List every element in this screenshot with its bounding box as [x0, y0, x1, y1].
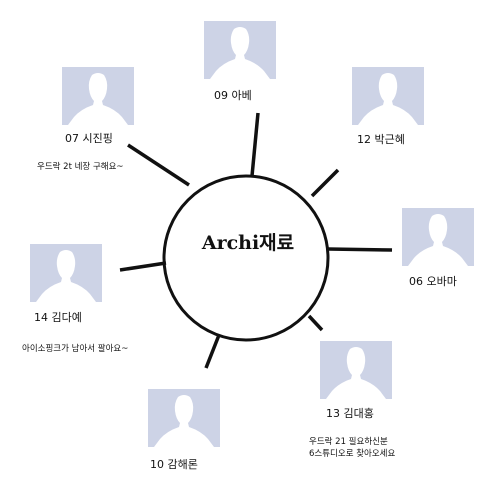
- member-message-kimda: 아이소핑크가 남아서 팔아요~: [22, 344, 129, 354]
- avatar-xi[interactable]: [62, 67, 134, 125]
- person-silhouette-icon: [154, 395, 214, 447]
- avatar-abe[interactable]: [204, 21, 276, 79]
- avatar-kimda[interactable]: [30, 244, 102, 302]
- avatar-obama[interactable]: [402, 208, 474, 266]
- member-name-xi: 07 시진핑: [65, 132, 113, 145]
- person-silhouette-icon: [358, 73, 418, 125]
- member-name-park: 12 박근혜: [357, 133, 405, 146]
- member-message-xi: 우드락 2t 네장 구해요~: [37, 162, 124, 172]
- member-message-kimdae-line1: 우드락 21 필요하신분: [309, 437, 388, 447]
- person-silhouette-icon: [326, 347, 386, 399]
- member-name-kimdae: 13 김대홍: [326, 407, 374, 420]
- member-name-abe: 09 아베: [214, 89, 252, 102]
- person-silhouette-icon: [36, 250, 96, 302]
- center-hub-circle: [162, 174, 330, 342]
- member-name-kimda: 14 김다예: [34, 311, 82, 324]
- spoke-park: [310, 168, 340, 198]
- spoke-obama: [327, 247, 393, 252]
- spoke-kimhae: [204, 334, 221, 369]
- spoke-kimda: [119, 261, 167, 272]
- person-silhouette-icon: [68, 73, 128, 125]
- person-silhouette-icon: [210, 27, 270, 79]
- avatar-park[interactable]: [352, 67, 424, 125]
- center-title: Archi재료: [201, 232, 295, 254]
- avatar-kimhae[interactable]: [148, 389, 220, 447]
- spoke-kimdae: [307, 314, 324, 332]
- avatar-kimdae[interactable]: [320, 341, 392, 399]
- member-name-obama: 06 오바마: [409, 275, 457, 288]
- member-message-kimdae-line2: 6스튜디오로 찾아오세요: [309, 449, 396, 459]
- spoke-abe: [250, 112, 260, 177]
- spoke-xi: [127, 143, 190, 187]
- person-silhouette-icon: [408, 214, 468, 266]
- member-name-kimhae: 10 감해론: [150, 458, 198, 471]
